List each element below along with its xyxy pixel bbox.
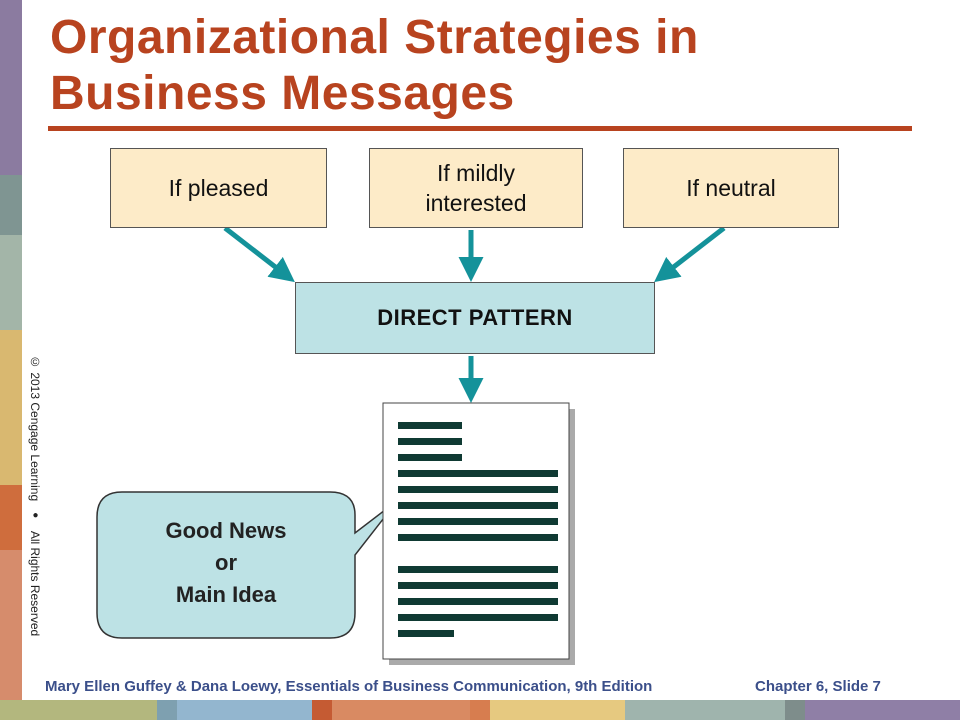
condition-box-neutral: If neutral [623, 148, 839, 228]
direct-pattern-label: DIRECT PATTERN [377, 305, 573, 330]
document-line [398, 502, 558, 509]
document-line [398, 614, 558, 621]
title-line-2: Business Messages [50, 67, 515, 120]
arrow-neutral-to-pattern [654, 226, 726, 283]
document-line [398, 454, 462, 461]
document-line [398, 470, 558, 477]
slide-title: Organizational Strategies in Business Me… [50, 10, 930, 122]
rights-text: All Rights Reserved [28, 530, 42, 637]
document-line [398, 438, 462, 445]
document-line [398, 566, 558, 573]
arrow-pleased-to-pattern [223, 226, 295, 283]
callout-line-1: Good News [165, 518, 287, 543]
condition-label: If mildly interested [425, 160, 527, 216]
copyright-notice: © 2013 Cengage Learning ● All Rights Res… [28, 355, 42, 636]
document-line [398, 422, 462, 429]
document-line [398, 582, 558, 589]
footer-slide-number: Chapter 6, Slide 7 [755, 678, 881, 695]
copyright-separator: ● [30, 510, 41, 522]
copyright-text: © 2013 Cengage Learning [28, 355, 42, 502]
footer-citation: Mary Ellen Guffey & Dana Loewy, Essentia… [45, 678, 653, 695]
callout-line-3: Main Idea [175, 582, 277, 607]
callout-line-2: or [215, 550, 237, 575]
document-line [398, 486, 558, 493]
condition-box-mildly-interested: If mildly interested [369, 148, 583, 228]
callout-text: Good News or Main Idea [100, 515, 352, 611]
title-line-1: Organizational Strategies in [50, 11, 699, 64]
document-line [398, 534, 558, 541]
condition-box-pleased: If pleased [110, 148, 327, 228]
callout-bubble [96, 491, 399, 639]
title-underline [48, 126, 912, 131]
condition-label: If neutral [686, 175, 776, 201]
document-line [398, 630, 454, 637]
document-line [398, 518, 558, 525]
document-icon [382, 402, 575, 665]
condition-label: If pleased [168, 175, 269, 201]
document-line [398, 598, 558, 605]
direct-pattern-box: DIRECT PATTERN [295, 282, 655, 354]
